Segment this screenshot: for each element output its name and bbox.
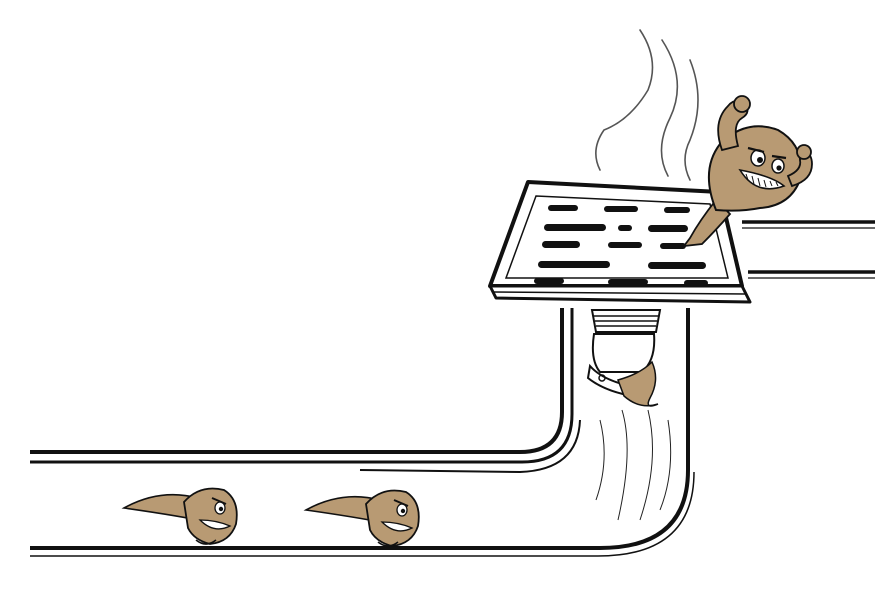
steam-wisp-middle xyxy=(660,39,679,177)
creature-right-brow xyxy=(393,499,409,507)
creature-left-brow xyxy=(211,497,227,505)
creature-grin xyxy=(738,168,786,190)
pipe-outer-wall xyxy=(30,308,690,550)
drain-pipe xyxy=(30,308,695,557)
grate-slots xyxy=(534,205,708,286)
pipe-outer-wall-inner-line xyxy=(30,471,695,557)
trap-tail xyxy=(617,360,659,407)
trap-ribs xyxy=(594,315,658,327)
creature-left-claw xyxy=(195,539,217,545)
creature-on-drain xyxy=(682,95,813,248)
pipe-inner-wall-line2 xyxy=(359,419,581,474)
steam-wisp-left xyxy=(595,29,654,171)
grate-inner-rim xyxy=(504,195,729,279)
creature-right-grin xyxy=(380,521,414,532)
pipe-inner-wall xyxy=(30,308,564,454)
creature-brows xyxy=(747,146,787,160)
floor-drain-grate xyxy=(488,180,752,304)
grate-front-edge xyxy=(488,284,752,304)
steam-wisp-right xyxy=(684,59,699,181)
trap-clamp-bolt xyxy=(598,374,606,382)
creature-fist-left xyxy=(733,95,751,113)
pipe-inner-wall-shadow xyxy=(30,308,574,464)
pipe-riser-hatch xyxy=(595,409,672,521)
trap-bottle xyxy=(591,333,656,373)
creature-tail-in-trap xyxy=(617,360,659,407)
creature-right-body xyxy=(365,489,420,547)
side-pipe-stubs xyxy=(742,220,875,279)
creature-in-pipe-right xyxy=(303,489,420,547)
creature-left-grin xyxy=(198,519,232,530)
creature-legs xyxy=(682,198,732,248)
steam-wisps xyxy=(595,29,699,181)
creature-fist-right xyxy=(796,144,812,160)
creature-right-claw xyxy=(377,541,399,547)
grate-front-edge-line xyxy=(493,291,747,295)
creature-in-pipe-left xyxy=(121,487,238,545)
creature-left-body xyxy=(183,487,238,545)
